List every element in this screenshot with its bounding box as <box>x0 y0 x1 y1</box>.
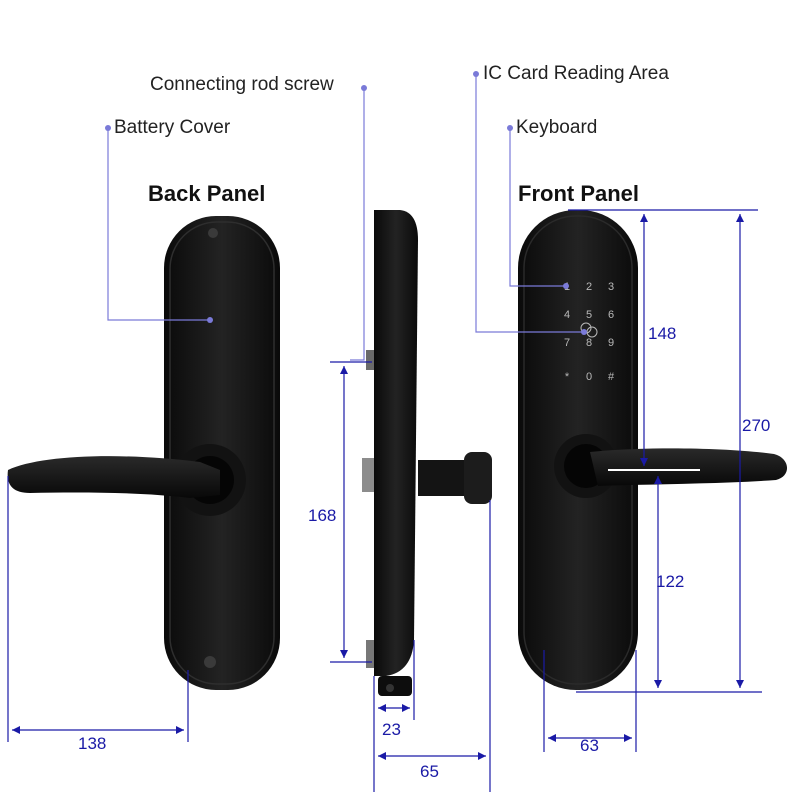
dim-handle-to-bottom: 122 <box>656 572 685 591</box>
dim-total-depth: 65 <box>420 762 439 781</box>
keypad-key: 8 <box>586 337 592 349</box>
keypad-key: 5 <box>586 309 592 321</box>
side-handle-stub <box>464 452 492 504</box>
keypad-key: 3 <box>608 281 614 293</box>
keypad-key: # <box>608 371 615 383</box>
keypad-key: * <box>565 371 570 383</box>
back-handle <box>7 444 246 516</box>
front-handle <box>554 434 788 498</box>
bottom-screw-hole <box>204 656 216 668</box>
back-panel-title: Back Panel <box>148 181 266 206</box>
side-view <box>362 210 492 696</box>
keypad-key: 6 <box>608 309 614 321</box>
keypad-key: 0 <box>586 371 592 383</box>
keypad-key: 7 <box>564 337 570 349</box>
front-panel: 123456789*0# <box>518 210 788 690</box>
callout-lines <box>107 74 584 361</box>
callout-connecting-rod-screw: Connecting rod screw <box>150 74 334 95</box>
side-view-body <box>374 210 418 676</box>
dim-panel-height-side: 168 <box>308 506 337 525</box>
callout-battery-cover: Battery Cover <box>114 117 231 138</box>
rod-screw-point <box>366 350 374 370</box>
dim-handle-length: 138 <box>78 734 107 753</box>
dim-keypad-to-handle: 148 <box>648 324 677 343</box>
keypad-key: 9 <box>608 337 614 349</box>
top-screw-hole <box>208 228 218 238</box>
callout-ic-card-reading-area: IC Card Reading Area <box>483 63 669 84</box>
spindle <box>362 458 374 492</box>
dim-front-width: 63 <box>580 736 599 755</box>
dim-front-total-height: 270 <box>742 416 771 435</box>
dimension-lines <box>7 209 762 792</box>
back-panel <box>7 216 280 690</box>
keypad-key: 4 <box>564 309 570 321</box>
keypad-key: 2 <box>586 281 592 293</box>
front-panel-title: Front Panel <box>518 181 640 206</box>
dim-panel-thickness: 23 <box>382 720 401 739</box>
callout-dots <box>105 71 587 335</box>
callout-keyboard: Keyboard <box>516 117 598 138</box>
